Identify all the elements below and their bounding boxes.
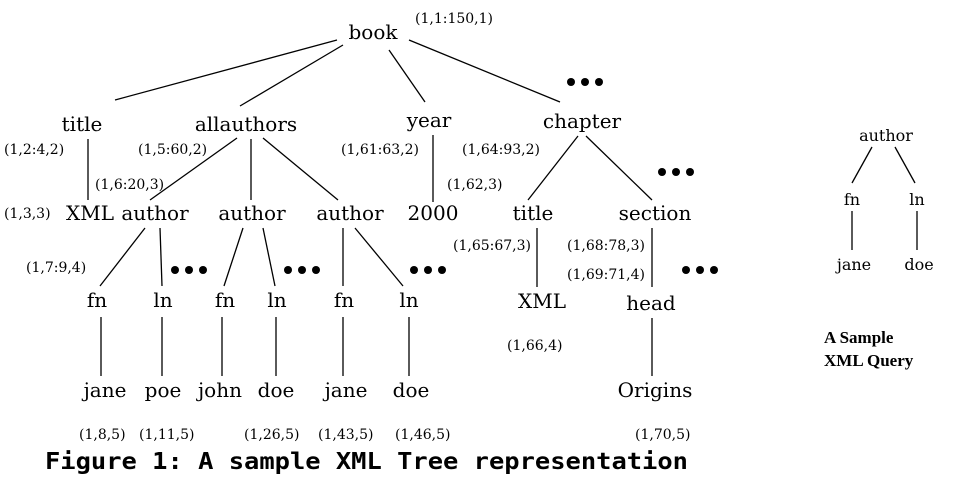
tree-nodes: book title allauthors year chapter XML a… bbox=[62, 20, 693, 402]
ellipsis-book bbox=[567, 78, 603, 86]
node-xml-2: XML bbox=[518, 289, 566, 313]
query-node-fn: fn bbox=[844, 190, 860, 209]
node-fn-3: fn bbox=[334, 288, 354, 312]
edge-book-title bbox=[114, 39, 338, 101]
label-origins: (1,70,5) bbox=[635, 427, 690, 443]
label-doe-2: (1,46,5) bbox=[395, 427, 450, 443]
query-node-ln: ln bbox=[909, 190, 924, 209]
ellipsis-author3 bbox=[410, 266, 446, 274]
edge-chapter-title bbox=[527, 135, 579, 201]
node-origins: Origins bbox=[618, 378, 693, 402]
node-chapter: chapter bbox=[543, 109, 622, 133]
ellipsis-chapter bbox=[658, 168, 694, 176]
label-book: (1,1:150,1) bbox=[415, 11, 493, 27]
label-head: (1,69:71,4) bbox=[567, 267, 645, 283]
node-author-1: author bbox=[121, 201, 189, 225]
edge-author1-ln bbox=[159, 227, 163, 287]
label-chapter-title: (1,65:67,3) bbox=[453, 238, 531, 254]
node-doe-2: doe bbox=[393, 378, 430, 402]
query-node-doe: doe bbox=[904, 255, 933, 274]
figure-caption: Figure 1: A sample XML Tree representati… bbox=[45, 449, 688, 475]
query-node-author: author bbox=[859, 126, 913, 145]
node-2000: 2000 bbox=[408, 201, 459, 225]
edge-author3-ln bbox=[354, 227, 404, 287]
node-title: title bbox=[62, 112, 103, 136]
tree-edges bbox=[87, 39, 918, 376]
label-fn-1: (1,7:9,4) bbox=[26, 260, 86, 276]
node-ln-3: ln bbox=[399, 288, 418, 312]
node-doe-1: doe bbox=[258, 378, 295, 402]
ellipsis-author2 bbox=[284, 266, 320, 274]
label-year: (1,61:63,2) bbox=[341, 142, 419, 158]
label-section: (1,68:78,3) bbox=[567, 238, 645, 254]
region-labels: (1,1:150,1) (1,2:4,2) (1,5:60,2) (1,61:6… bbox=[4, 11, 690, 443]
node-section: section bbox=[619, 201, 692, 225]
edge-allauthors-author3 bbox=[262, 137, 339, 201]
sample-query: author fn ln jane doe A Sample XML Query bbox=[824, 126, 934, 370]
node-chapter-title: title bbox=[513, 201, 554, 225]
node-poe: poe bbox=[145, 378, 182, 402]
edge-q-author-fn bbox=[851, 146, 873, 184]
ellipsis-dots bbox=[171, 78, 718, 274]
label-poe: (1,11,5) bbox=[139, 427, 194, 443]
label-author-1: (1,6:20,3) bbox=[95, 177, 164, 193]
node-head: head bbox=[626, 291, 676, 315]
edge-q-author-ln bbox=[894, 146, 916, 184]
label-2000: (1,62,3) bbox=[447, 177, 502, 193]
label-chapter: (1,64:93,2) bbox=[462, 142, 540, 158]
label-xml-1: (1,3,3) bbox=[4, 206, 51, 222]
label-allauthors: (1,5:60,2) bbox=[138, 142, 207, 158]
query-node-jane: jane bbox=[835, 255, 871, 274]
label-jane-1: (1,8,5) bbox=[79, 427, 126, 443]
node-jane-1: jane bbox=[82, 378, 127, 402]
node-jane-2: jane bbox=[323, 378, 368, 402]
ellipsis-author1 bbox=[171, 266, 207, 274]
label-doe-1: (1,26,5) bbox=[244, 427, 299, 443]
edge-author2-ln bbox=[262, 227, 276, 287]
node-author-3: author bbox=[316, 201, 384, 225]
edge-book-allauthors bbox=[239, 44, 344, 107]
node-ln-2: ln bbox=[267, 288, 286, 312]
node-book: book bbox=[348, 20, 398, 44]
edge-author2-fn bbox=[223, 227, 244, 287]
edge-allauthors-author1 bbox=[149, 137, 238, 201]
node-xml-1: XML bbox=[66, 201, 114, 225]
edge-author1-fn bbox=[99, 227, 146, 287]
node-year: year bbox=[406, 108, 452, 132]
node-ln-1: ln bbox=[153, 288, 172, 312]
node-fn-2: fn bbox=[215, 288, 235, 312]
query-caption-line2: XML Query bbox=[824, 351, 914, 370]
node-allauthors: allauthors bbox=[195, 112, 297, 136]
ellipsis-section bbox=[682, 266, 718, 274]
node-john: john bbox=[196, 378, 242, 402]
label-xml-2: (1,66,4) bbox=[507, 338, 562, 354]
node-author-2: author bbox=[218, 201, 286, 225]
edge-book-chapter bbox=[408, 39, 561, 103]
query-caption-line1: A Sample bbox=[824, 328, 894, 347]
edge-book-year bbox=[388, 49, 426, 103]
node-fn-1: fn bbox=[87, 288, 107, 312]
edge-chapter-section bbox=[585, 135, 653, 201]
label-jane-2: (1,43,5) bbox=[318, 427, 373, 443]
label-title: (1,2:4,2) bbox=[4, 142, 64, 158]
